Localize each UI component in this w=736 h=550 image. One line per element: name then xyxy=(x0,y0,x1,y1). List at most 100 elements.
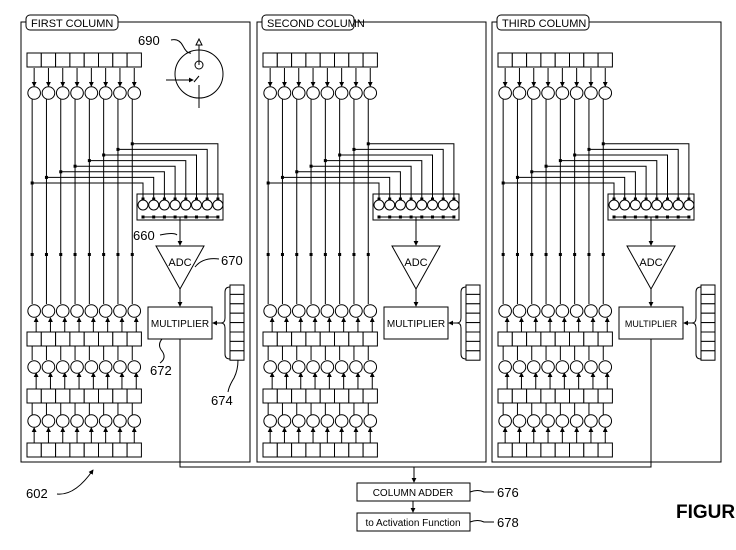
cell-circle xyxy=(98,86,113,100)
summing-dot xyxy=(409,197,413,201)
cell-row-cell xyxy=(597,442,613,458)
cell-circle xyxy=(127,86,142,100)
weight-register-cell xyxy=(465,350,481,361)
cell-circle xyxy=(306,304,320,318)
summing-dot xyxy=(162,197,166,201)
input-register-cell xyxy=(40,52,57,68)
cell-circle xyxy=(306,414,320,428)
input-register-cell xyxy=(291,52,307,68)
cell-circle xyxy=(41,360,56,374)
summing-dot xyxy=(216,197,220,201)
cell-row-cell xyxy=(497,388,513,404)
summing-circle xyxy=(427,199,438,211)
cell-circle xyxy=(27,304,41,318)
summing-circle xyxy=(405,199,417,211)
summing-circle xyxy=(651,199,663,211)
cell-row-cell xyxy=(334,442,350,458)
junction-dot xyxy=(59,253,63,256)
cell-circle xyxy=(320,360,335,374)
junction-dot xyxy=(309,253,313,256)
cell-row-cell xyxy=(583,388,599,404)
leader-690 xyxy=(170,39,192,54)
summing-dot xyxy=(644,197,648,201)
figure-label: FIGURE 6 xyxy=(676,502,736,523)
summing-dot xyxy=(377,197,381,201)
junction-dot xyxy=(558,253,562,256)
junction-dot xyxy=(30,253,34,256)
cell-row-cell xyxy=(348,388,364,404)
cell-circle xyxy=(291,86,306,100)
summing-circle xyxy=(180,199,192,211)
cell-circle xyxy=(334,414,349,428)
weight-register-cell xyxy=(700,350,716,361)
cell-circle xyxy=(363,86,378,100)
cell-row-cell xyxy=(540,442,556,458)
summing-circle xyxy=(201,199,213,211)
input-register-cell xyxy=(334,52,350,68)
cell-circle xyxy=(277,360,292,374)
weight-register-cell xyxy=(229,312,245,324)
cell-circle xyxy=(263,414,277,428)
input-register-cell xyxy=(69,52,85,68)
cell-row-cell xyxy=(98,331,114,347)
tap-line xyxy=(75,165,176,199)
cell-circle xyxy=(113,86,127,100)
cell-circle xyxy=(569,414,584,428)
cell-row-cell xyxy=(554,388,570,404)
column-border xyxy=(20,21,251,463)
column-border xyxy=(491,21,722,463)
weight-register-cell xyxy=(700,340,716,352)
cell-circle xyxy=(584,86,598,100)
cell-circle xyxy=(526,414,541,428)
summing-dot xyxy=(623,197,627,201)
column-label-tab xyxy=(261,14,355,31)
tap-line xyxy=(311,165,412,199)
summing-dot xyxy=(195,197,198,201)
ref-660: 660 xyxy=(133,228,155,243)
cell-circle xyxy=(555,304,570,318)
cell-circle xyxy=(306,360,320,374)
summing-circle xyxy=(416,199,428,211)
leader-670 xyxy=(194,258,220,268)
cell-row-cell xyxy=(83,388,99,404)
tap-line xyxy=(574,154,668,199)
cell-circle xyxy=(598,414,613,428)
switch-contact xyxy=(193,75,200,83)
cell-circle xyxy=(127,414,142,428)
summing-circle xyxy=(384,199,396,211)
adc-block xyxy=(391,245,441,291)
cell-circle xyxy=(113,360,127,374)
cell-row-cell xyxy=(26,442,42,458)
cell-row-cell xyxy=(526,331,542,347)
cell-row-cell xyxy=(554,442,570,458)
cell-circle xyxy=(291,304,306,318)
cell-circle xyxy=(569,304,584,318)
input-register-cell xyxy=(540,52,556,68)
tap-line xyxy=(117,148,208,199)
cell-row-cell xyxy=(69,442,85,458)
weight-register-cell xyxy=(700,293,716,305)
ref-602: 602 xyxy=(26,486,48,501)
tap-line xyxy=(531,171,636,199)
summing-circle xyxy=(448,199,460,211)
tap-dot xyxy=(280,175,284,179)
cell-row-cell xyxy=(262,388,278,404)
cell-circle xyxy=(526,86,541,100)
cell-circle xyxy=(541,86,555,100)
junction-dot xyxy=(338,253,342,256)
weight-register-cell xyxy=(465,340,481,352)
multiplier-label: MULTIPLIER xyxy=(387,319,445,330)
cell-row-cell xyxy=(291,331,307,347)
tap-dot xyxy=(295,170,299,174)
weight-register-cell xyxy=(465,322,481,333)
leader-676 xyxy=(469,490,494,493)
cell-circle xyxy=(84,86,99,100)
junction-dot xyxy=(587,253,591,256)
cell-circle xyxy=(512,304,527,318)
tap-dot xyxy=(116,147,120,151)
cell-row-cell xyxy=(262,331,278,347)
summing-dot xyxy=(398,197,402,201)
tap-line xyxy=(296,171,401,199)
weight-register-cell xyxy=(229,340,245,352)
